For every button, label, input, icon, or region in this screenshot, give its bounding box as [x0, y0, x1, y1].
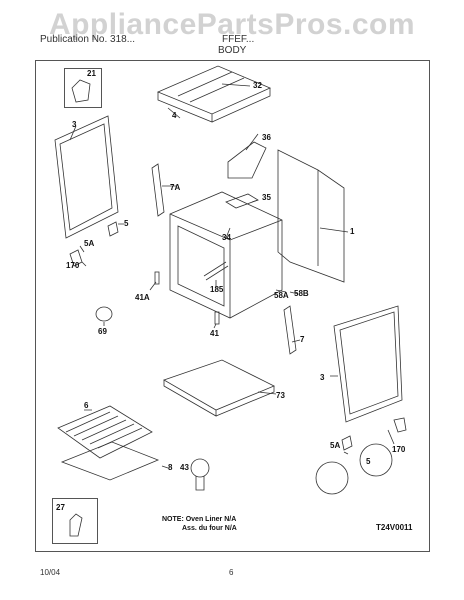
label-69: 69	[98, 327, 107, 336]
label-5a-left: 5A	[84, 239, 94, 248]
part-185-element	[203, 261, 229, 281]
label-21: 21	[87, 69, 96, 78]
part-8-broiler-pan	[60, 441, 160, 481]
label-58a: 58A	[274, 291, 289, 300]
part-69-light-cover	[95, 306, 113, 322]
inset-part-27	[52, 498, 98, 544]
part-170-right	[393, 417, 407, 433]
publication-number: Publication No. 318...	[40, 34, 136, 45]
part-73-bottom-tray	[163, 359, 275, 411]
part-41a	[154, 271, 160, 285]
part-6-oven-rack	[57, 405, 153, 459]
label-58b: 58B	[294, 289, 309, 298]
diagram-code: T24V0011	[376, 523, 413, 532]
oven-cavity-opening	[177, 225, 225, 307]
label-43: 43	[180, 463, 189, 472]
label-41: 41	[210, 329, 219, 338]
diagram-frame	[35, 60, 430, 552]
label-7: 7	[300, 335, 305, 344]
label-27: 27	[56, 503, 65, 512]
inset-part-21	[64, 68, 102, 108]
note-line-2: Ass. du four N/A	[182, 525, 237, 532]
label-41a: 41A	[135, 293, 150, 302]
part-5a-detail-circle	[315, 461, 349, 495]
footer-date: 10/04	[40, 568, 61, 577]
part-3-left-panel	[54, 115, 119, 239]
part-21-shape	[71, 79, 91, 103]
footer-page-number: 6	[229, 568, 234, 577]
part-32-front-edge	[157, 92, 213, 123]
part-27-shape	[69, 513, 83, 537]
label-3-left: 3	[72, 120, 77, 129]
label-8: 8	[168, 463, 173, 472]
part-5-hinge-left	[107, 221, 119, 237]
label-34: 34	[222, 233, 231, 242]
part-1-back-panel	[277, 149, 345, 283]
oven-body-box	[169, 191, 283, 319]
part-5a-hinge-right	[341, 435, 353, 451]
model-number: FFEF...	[222, 34, 255, 45]
part-43-knob	[190, 458, 210, 478]
label-35: 35	[262, 193, 271, 202]
label-6: 6	[84, 401, 89, 410]
label-4: 4	[172, 111, 177, 120]
part-3-right-panel	[333, 305, 403, 423]
label-5a-right: 5A	[330, 441, 340, 450]
label-3-right: 3	[320, 373, 325, 382]
label-170-right: 170	[392, 445, 406, 454]
part-7-rail	[283, 305, 297, 355]
label-185: 185	[210, 285, 224, 294]
watermark: AppliancePartsPros.com	[48, 8, 416, 41]
part-36-shape	[227, 141, 267, 179]
label-32: 32	[253, 81, 262, 90]
label-5-right: 5	[366, 457, 371, 466]
note-line-1: NOTE: Oven Liner N/A	[162, 516, 237, 523]
label-7a: 7A	[170, 183, 180, 192]
part-5-detail-circle	[359, 443, 393, 477]
section-title: BODY	[218, 45, 247, 56]
label-36: 36	[262, 133, 271, 142]
label-73: 73	[276, 391, 285, 400]
part-7a-rail	[151, 163, 165, 217]
part-41	[214, 311, 220, 325]
label-170-left: 170	[66, 261, 80, 270]
label-1: 1	[350, 227, 355, 236]
label-5-left: 5	[124, 219, 129, 228]
